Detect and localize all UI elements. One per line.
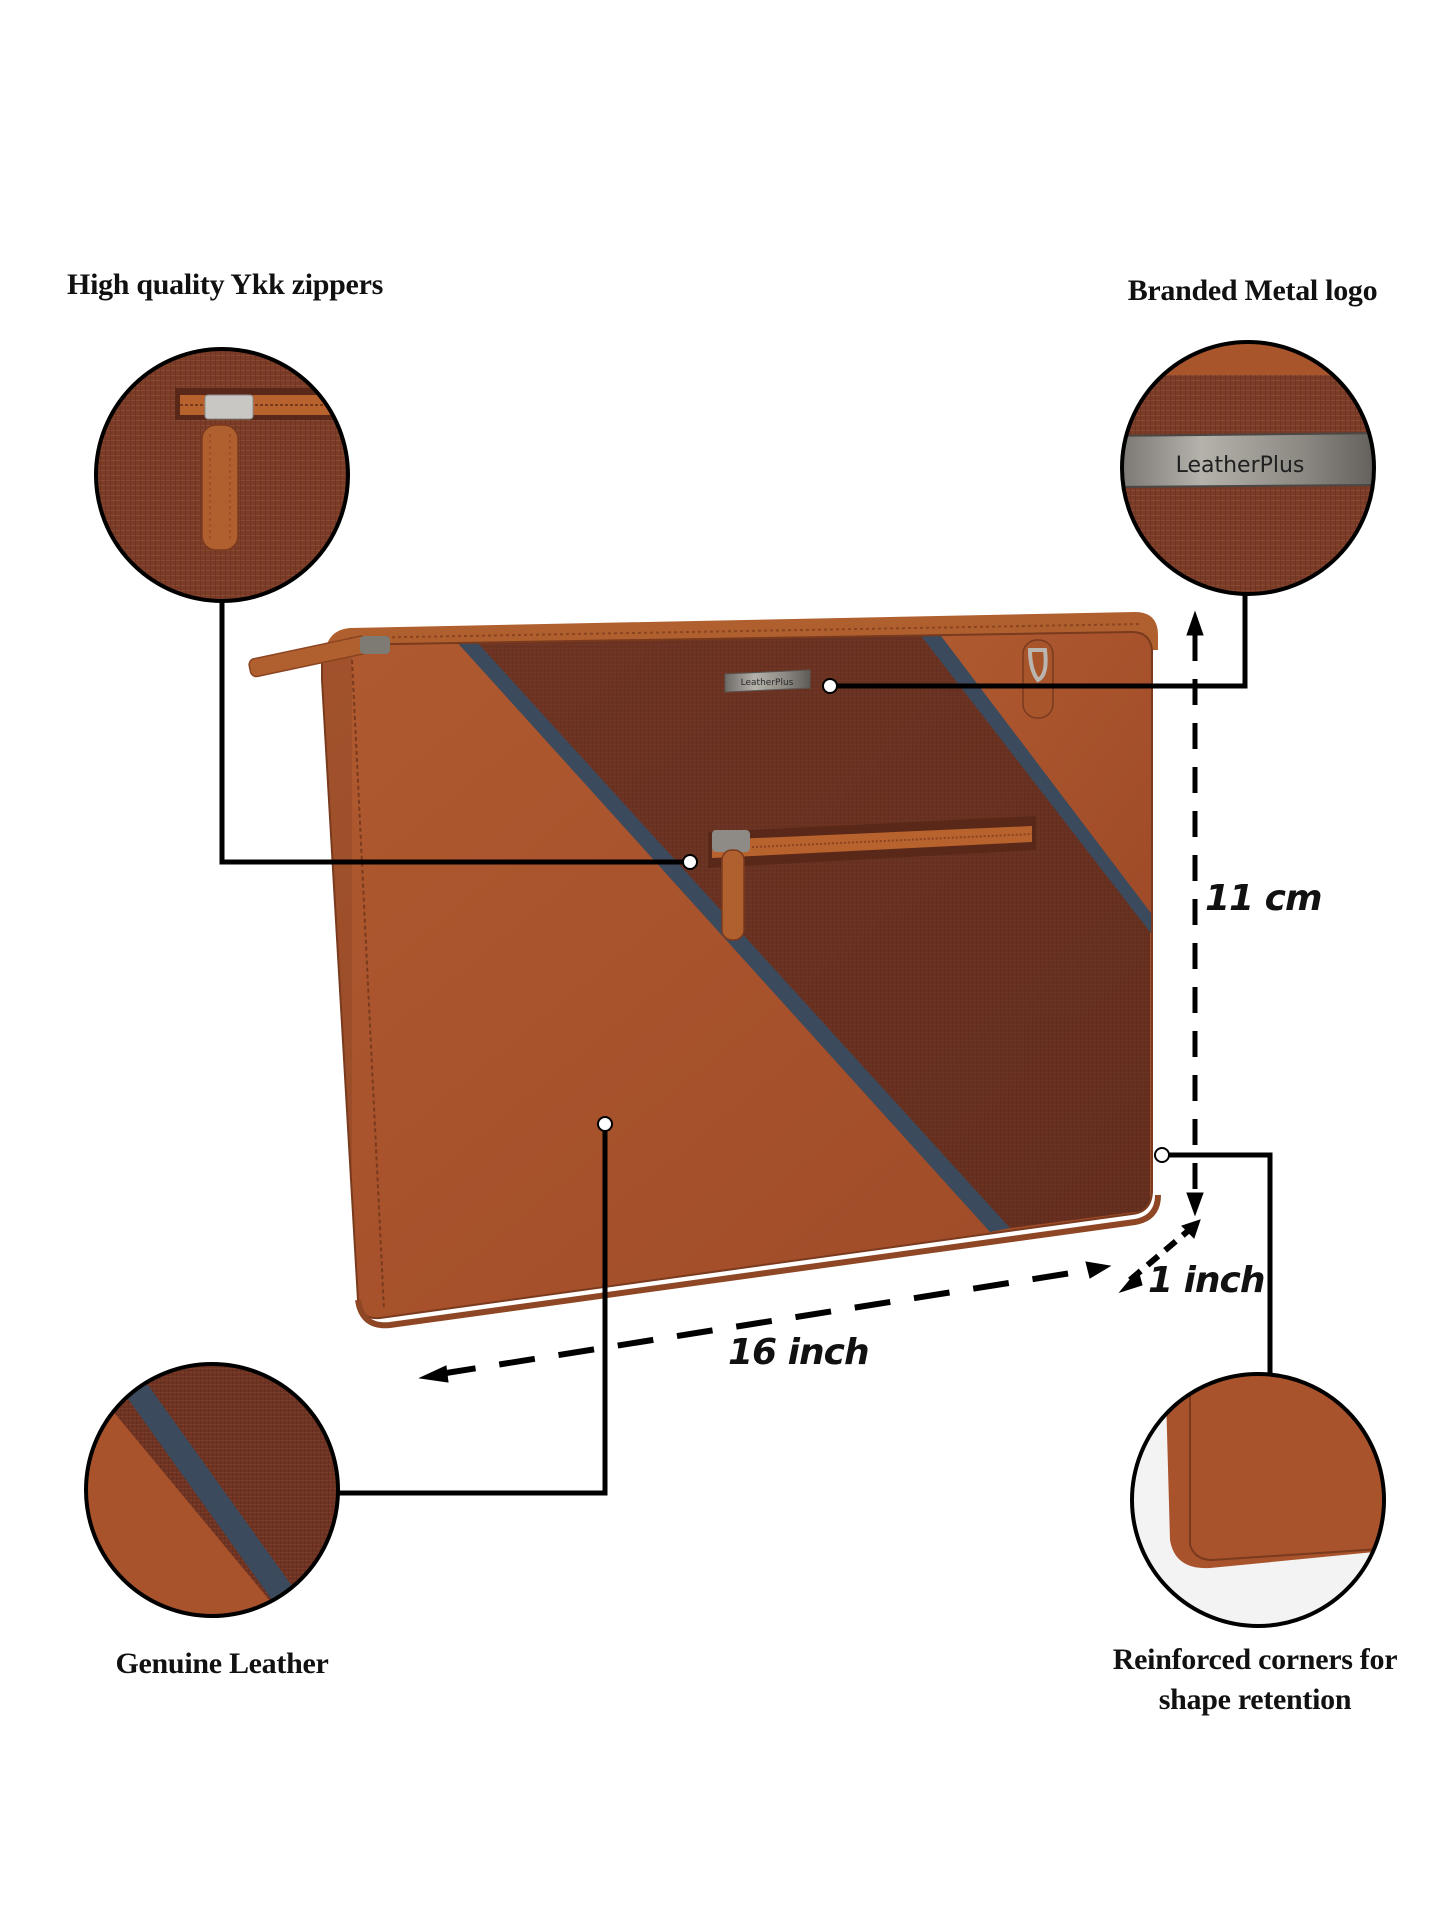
arrow-left-icon xyxy=(418,1365,449,1383)
detail-logo-text: LeatherPlus xyxy=(1176,453,1305,478)
dimension-width-label: 16 inch xyxy=(728,1332,870,1373)
feature-label-metal-logo: Branded Metal logo xyxy=(1127,274,1378,307)
bag-logo-text: LeatherPlus xyxy=(741,678,794,688)
arrow-up-icon xyxy=(1186,610,1204,636)
dimension-arrows xyxy=(418,610,1204,1383)
metal-logo-detail-circle: LeatherPlus xyxy=(1120,340,1376,596)
leather-detail-circle xyxy=(84,1362,340,1618)
callout-dot-leather xyxy=(597,1116,613,1132)
dimension-height-label: 11 cm xyxy=(1205,878,1322,919)
corner-detail-circle xyxy=(1130,1372,1386,1628)
arrow-up-right-icon xyxy=(1181,1219,1201,1239)
callout-lines xyxy=(219,594,1273,1496)
front-pocket-zipper xyxy=(708,816,1036,941)
arrow-down-left-icon xyxy=(1118,1268,1143,1293)
callout-dot-zipper xyxy=(682,854,698,870)
main-zipper-pull-icon xyxy=(248,635,390,678)
corners-label-line2: shape retention xyxy=(1158,1683,1352,1716)
callout-dot-logo xyxy=(822,678,838,694)
corners-label-line1: Reinforced corners for xyxy=(1112,1643,1398,1676)
feature-label-corners: Reinforced corners for shape retention xyxy=(1075,1640,1435,1720)
arrow-right-icon xyxy=(1085,1261,1112,1279)
callout-dot-corner xyxy=(1154,1147,1170,1163)
dimension-depth-label: 1 inch xyxy=(1148,1260,1266,1301)
zipper-detail-circle xyxy=(94,347,350,603)
d-ring-icon xyxy=(1022,639,1054,719)
arrow-down-icon xyxy=(1186,1192,1204,1217)
callout-dots xyxy=(597,678,1170,1163)
feature-label-zippers: High quality Ykk zippers xyxy=(67,268,383,301)
laptop-sleeve: LeatherPlus xyxy=(248,612,1161,1329)
metal-logo-plate: LeatherPlus xyxy=(724,669,811,693)
feature-label-leather: Genuine Leather xyxy=(115,1647,329,1680)
